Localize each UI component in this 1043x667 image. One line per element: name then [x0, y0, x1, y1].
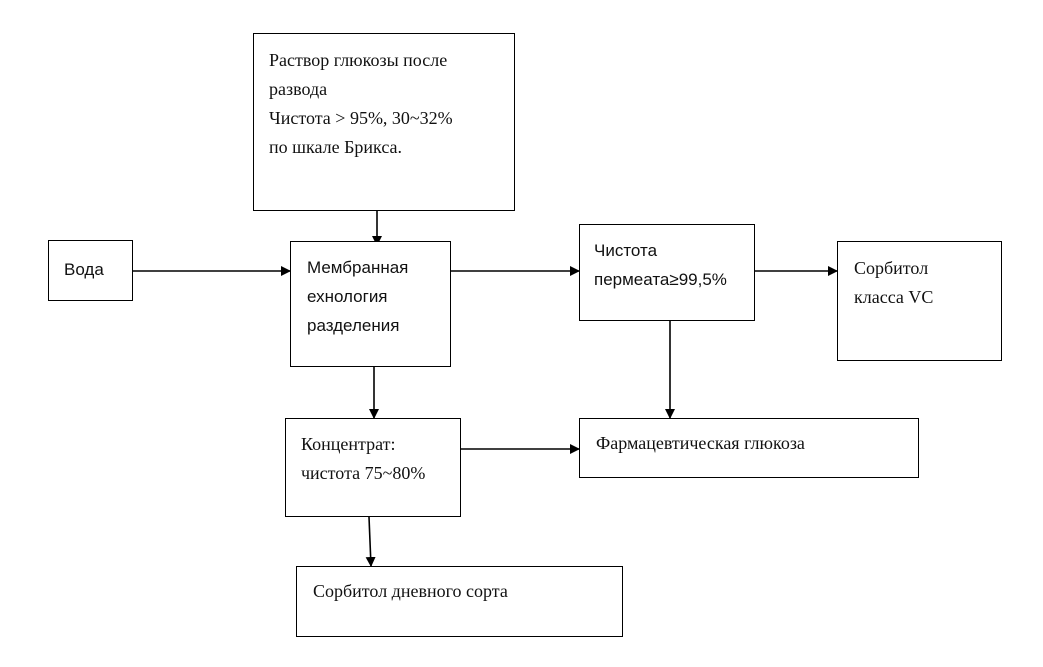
node-pharma-glucose: Фармацевтическая глюкоза [579, 418, 919, 478]
node-pharma-glucose-label: Фармацевтическая глюкоза [596, 433, 805, 453]
node-sorbitol-daily: Сорбитол дневного сорта [296, 566, 623, 637]
node-permeate-line-1: Чистота [594, 241, 658, 260]
node-sorbitol-vc: Сорбитол класса VC [837, 241, 1002, 361]
node-sorbitol-daily-label: Сорбитол дневного сорта [313, 581, 508, 601]
node-water-label: Вода [64, 260, 104, 279]
node-membrane-line-3: разделения [307, 316, 400, 335]
node-glucose-solution-line-1: Раствор глюкозы после [269, 50, 448, 70]
node-concentrate-line-2: чистота 75~80% [301, 463, 426, 483]
node-permeate-line-2: пермеата≥99,5% [594, 270, 727, 289]
node-glucose-solution-line-4: по шкале Брикса. [269, 137, 403, 157]
node-concentrate: Концентрат: чистота 75~80% [285, 418, 461, 517]
node-sorbitol-vc-line-2: класса VC [854, 287, 934, 307]
node-membrane: Мембранная ехнология разделения [290, 241, 451, 367]
node-glucose-solution-line-2: развода [269, 79, 328, 99]
node-water: Вода [48, 240, 133, 301]
arrow-concentrate-to-sorbitol-daily [365, 516, 376, 567]
node-permeate: Чистота пермеата≥99,5% [579, 224, 755, 321]
node-sorbitol-vc-line-1: Сорбитол [854, 258, 929, 278]
node-glucose-solution: Раствор глюкозы после развода Чистота > … [253, 33, 515, 211]
node-concentrate-line-1: Концентрат: [301, 434, 396, 454]
node-membrane-line-1: Мембранная [307, 258, 409, 277]
node-membrane-line-2: ехнология [307, 287, 388, 306]
node-glucose-solution-line-3: Чистота > 95%, 30~32% [269, 108, 453, 128]
